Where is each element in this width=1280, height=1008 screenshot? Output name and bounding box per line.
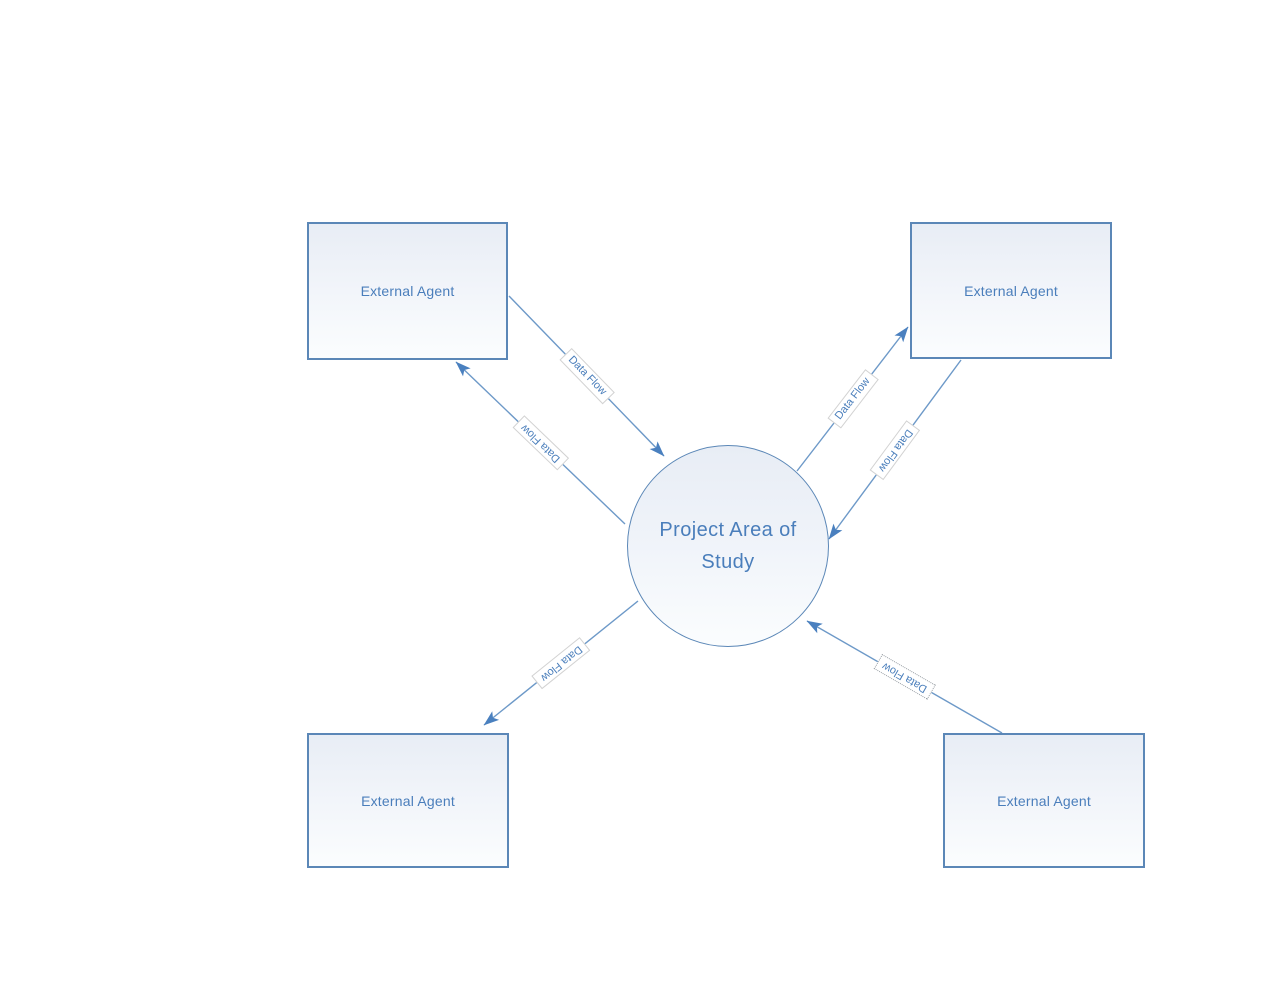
process-label: Project Area of Study [659,519,797,573]
external-agent-label: External Agent [361,792,455,809]
agent-bottom-right-box[interactable]: External Agent [943,733,1145,868]
agent-top-left-box[interactable]: External Agent [307,222,508,360]
external-agent-label: External Agent [360,283,455,299]
agent-bottom-left-box[interactable]: External Agent [307,733,509,868]
process-circle[interactable]: Project Area of Study [627,445,829,647]
external-agent-label: External Agent [997,792,1091,809]
agent-top-right-box[interactable]: External Agent [910,222,1112,359]
external-agent-label: External Agent [964,282,1058,299]
